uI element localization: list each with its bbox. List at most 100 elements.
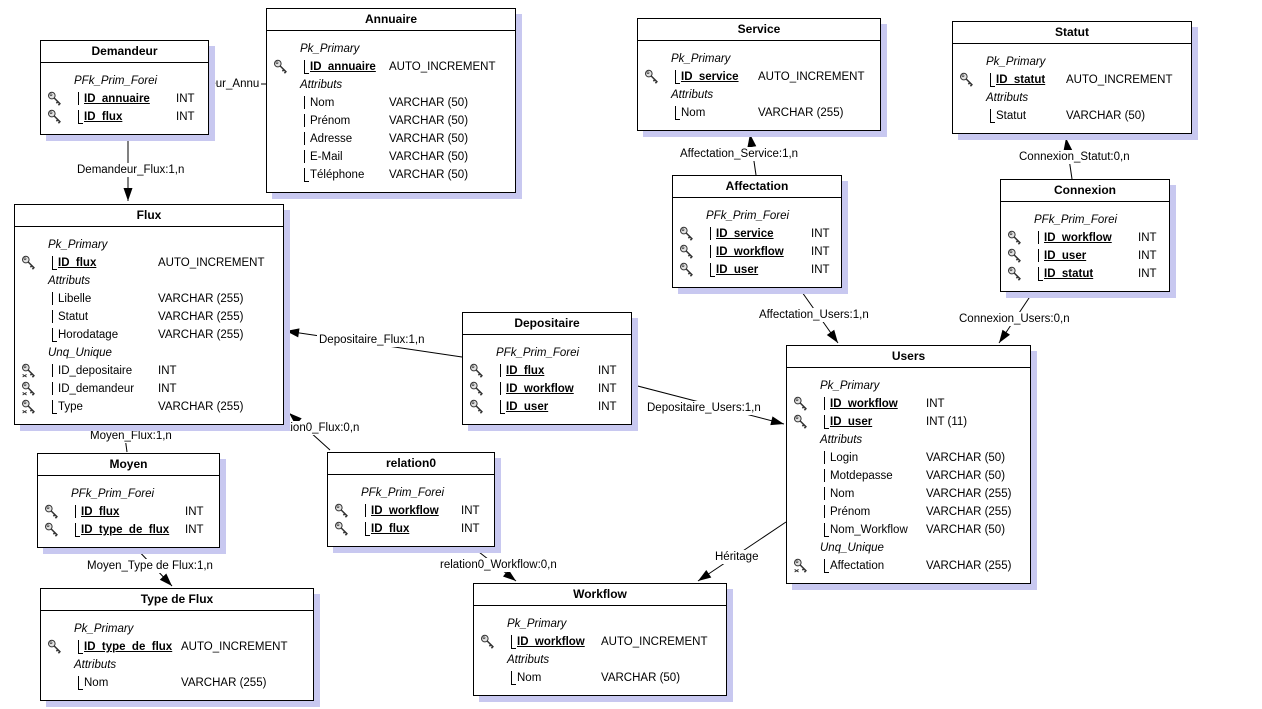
table-title-users: Users xyxy=(787,346,1030,368)
field-type: VARCHAR (255) xyxy=(758,107,844,119)
relation-label-demandeur-flux: Demandeur_Flux:1,n xyxy=(75,163,187,177)
relation-label-depositaire-users: Depositaire_Users:1,n xyxy=(645,401,763,415)
key-icon xyxy=(793,414,809,430)
field-name: ID_user xyxy=(506,401,549,413)
field-type: INT xyxy=(158,365,177,377)
section-header: Pk_Primary xyxy=(671,53,731,65)
tree-bracket xyxy=(52,310,57,323)
field-type: INT xyxy=(1138,268,1157,280)
tree-bracket xyxy=(511,635,516,649)
field-name: ID_demandeur xyxy=(58,383,135,395)
field-name: ID_workflow xyxy=(716,246,784,258)
field-type: INT xyxy=(176,111,195,123)
tree-bracket xyxy=(52,328,57,342)
tree-bracket xyxy=(75,523,80,537)
key-icon xyxy=(469,399,485,415)
tree-bracket xyxy=(511,671,516,685)
key-icon xyxy=(44,504,60,520)
field-name: ID_flux xyxy=(81,506,120,518)
relation-arrowhead-demandeur-flux xyxy=(123,188,133,201)
section-header: Unq_Unique xyxy=(48,347,112,359)
tree-bracket xyxy=(990,109,995,123)
field-name: ID_statut xyxy=(996,74,1046,86)
field-name: Libelle xyxy=(58,293,92,305)
field-name: Nom_Workflow xyxy=(830,524,908,536)
field-type: INT xyxy=(811,246,830,258)
field-type: VARCHAR (50) xyxy=(1066,110,1146,122)
relation-label-relation0-workflow: relation0_Workflow:0,n xyxy=(438,558,559,572)
field-name: ID_workflow xyxy=(371,505,439,517)
field-name: ID_user xyxy=(716,264,759,276)
tree-bracket xyxy=(824,559,829,573)
field-name: Téléphone xyxy=(310,169,365,181)
tree-bracket xyxy=(365,504,370,517)
field-name: Type xyxy=(58,401,83,413)
field-name: ID_workflow xyxy=(1044,232,1112,244)
table-title-demandeur: Demandeur xyxy=(41,41,208,63)
field-type: INT xyxy=(185,524,204,536)
field-type: INT xyxy=(811,228,830,240)
tree-bracket xyxy=(52,400,57,414)
field-row: ID_workflow INT xyxy=(673,243,841,261)
tree-bracket xyxy=(304,96,309,109)
relation-label-depositaire-flux: Depositaire_Flux:1,n xyxy=(317,333,427,347)
key-icon xyxy=(44,522,60,538)
field-type: VARCHAR (50) xyxy=(601,672,681,684)
tree-bracket xyxy=(1038,267,1043,281)
field-type: INT xyxy=(598,383,617,395)
field-name: Motdepasse xyxy=(830,470,893,482)
tree-bracket xyxy=(78,110,83,124)
relation-arrowhead-affectation-service xyxy=(747,134,757,148)
key-icon xyxy=(47,639,63,655)
relation-label-connexion-statut: Connexion_Statut:0,n xyxy=(1017,150,1132,164)
relation-arrowhead-connexion-statut xyxy=(1063,138,1073,152)
relation-label-moyen-type-de-flux: Moyen_Type de Flux:1,n xyxy=(85,559,215,573)
section-header: PFk_Prim_Forei xyxy=(496,347,580,359)
tree-bracket xyxy=(52,292,57,305)
tree-bracket xyxy=(824,397,829,410)
field-name: ID_statut xyxy=(1044,268,1094,280)
unique-key-icon xyxy=(21,363,37,379)
table-title-type-de-flux: Type de Flux xyxy=(41,589,313,611)
field-type: INT xyxy=(461,505,480,517)
field-name: ID_workflow xyxy=(830,398,898,410)
tree-bracket xyxy=(710,263,715,277)
